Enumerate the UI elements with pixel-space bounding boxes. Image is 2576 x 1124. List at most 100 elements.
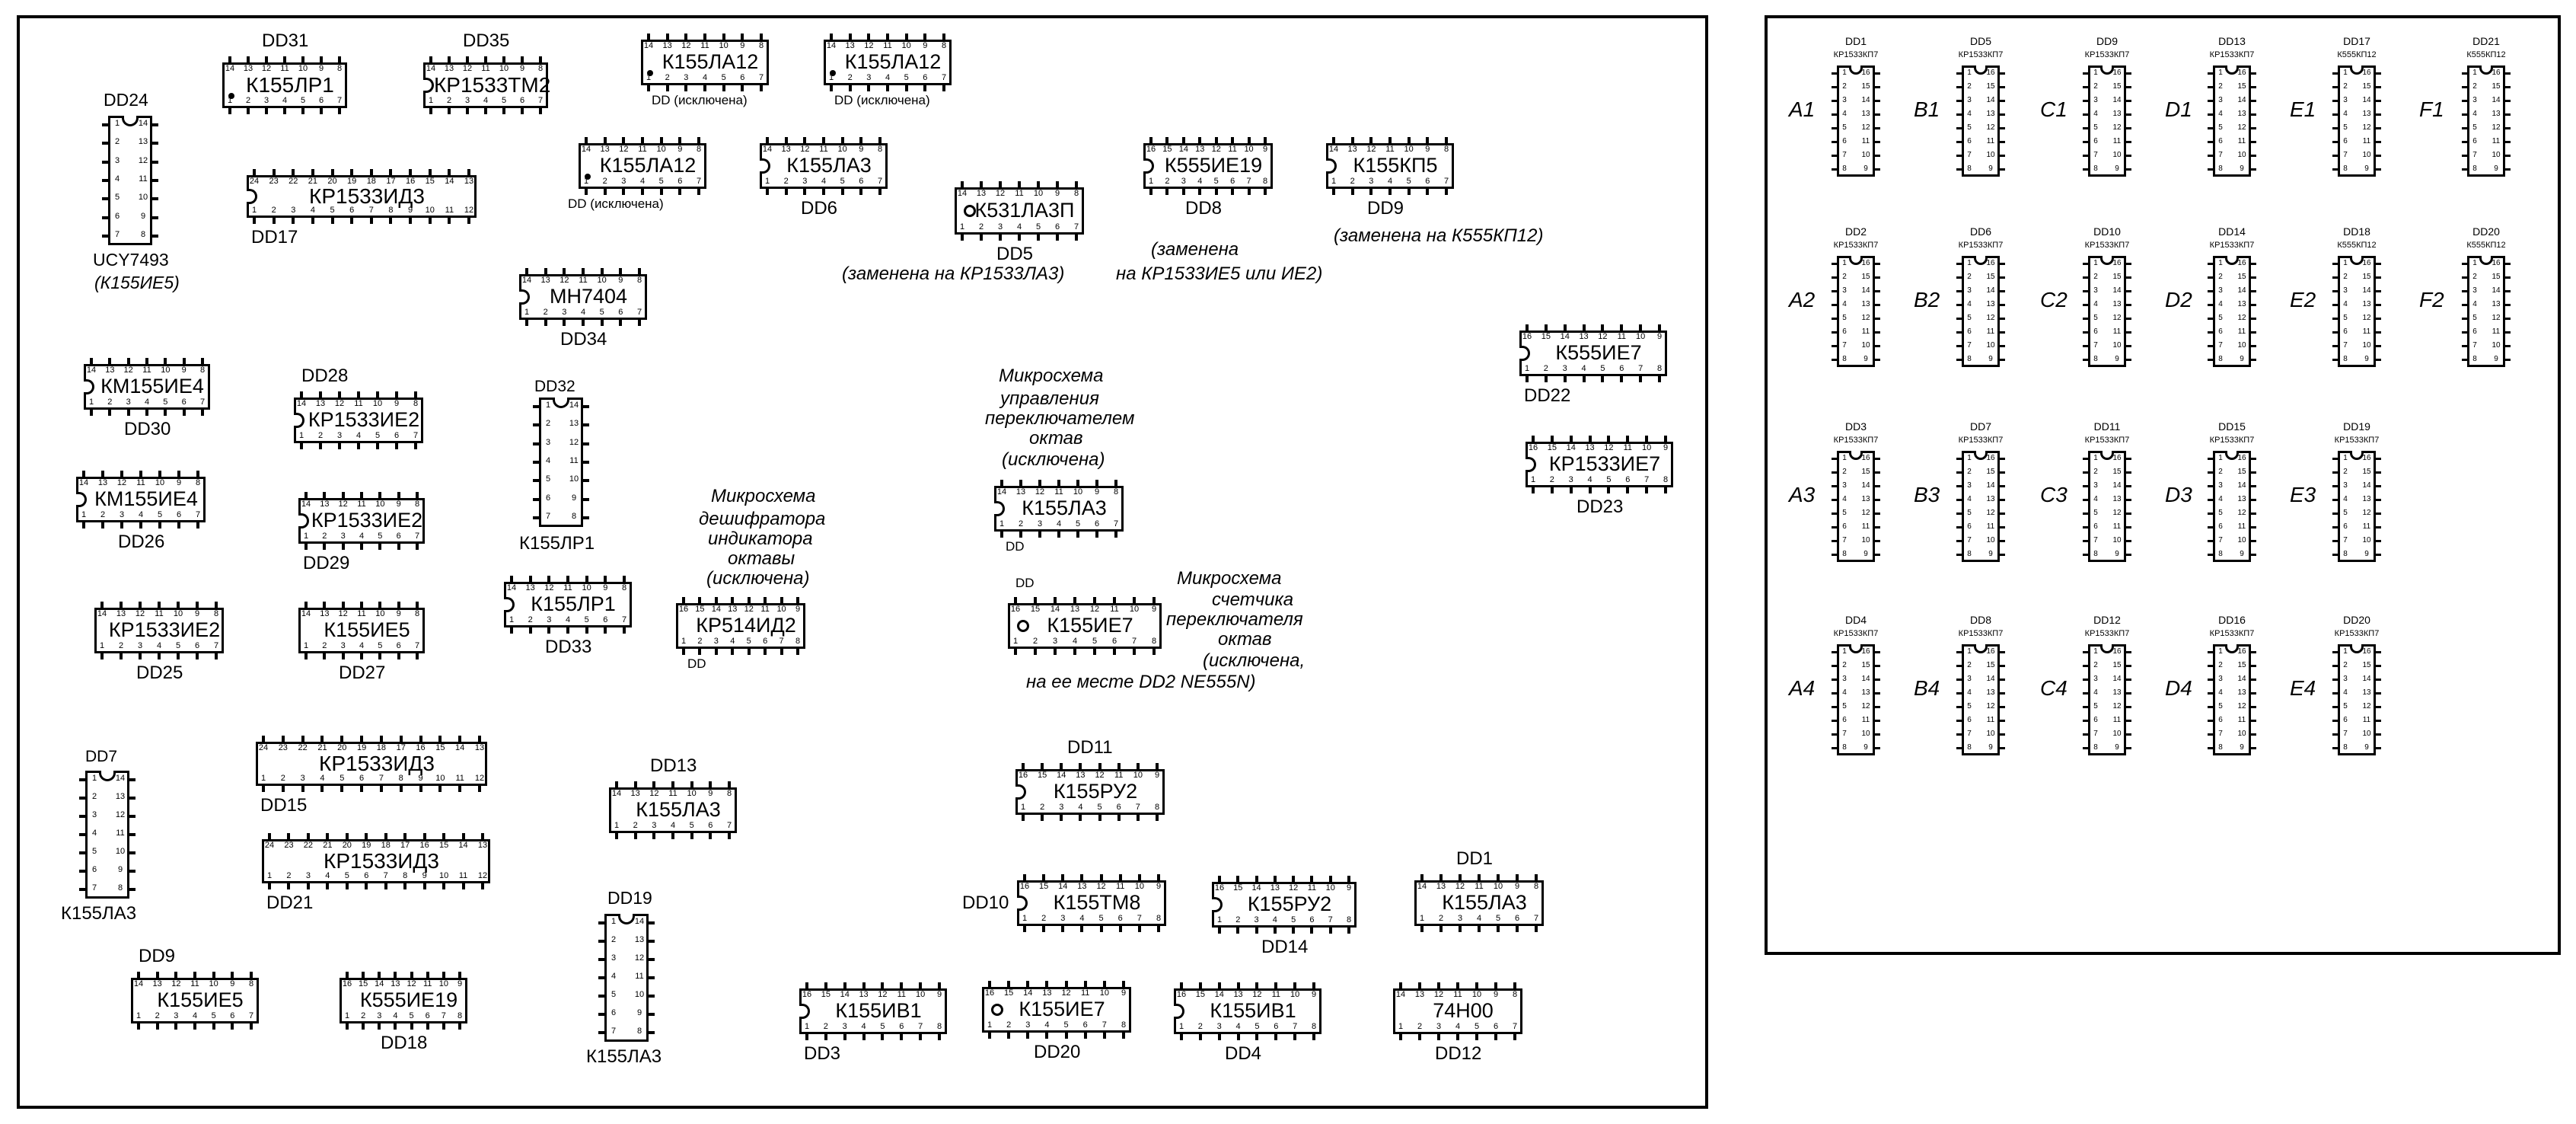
pin-number: 2 xyxy=(2093,272,2098,281)
pin-number: 8 xyxy=(537,64,544,73)
pin xyxy=(544,320,547,326)
pin xyxy=(467,169,470,175)
pin xyxy=(79,797,85,800)
pin xyxy=(533,423,539,427)
pin xyxy=(2251,289,2256,292)
pin-number: 12 xyxy=(2237,508,2246,517)
pin-number: 6 xyxy=(708,821,713,830)
notch-mark xyxy=(2100,65,2114,75)
pin-number: 1 xyxy=(764,177,770,186)
pin xyxy=(1056,235,1059,241)
pin xyxy=(2332,484,2338,487)
pin xyxy=(2000,484,2005,487)
panel-position-label: D1 xyxy=(2165,97,2192,121)
pin-number: 10 xyxy=(2237,535,2246,544)
pin xyxy=(326,883,330,889)
chip-body xyxy=(982,987,1131,1033)
chip-body xyxy=(799,988,947,1034)
pin xyxy=(747,597,751,603)
pin-number: 13 xyxy=(662,41,672,50)
pin xyxy=(442,883,446,889)
pin xyxy=(2126,276,2131,279)
pin xyxy=(2462,344,2467,347)
pin-number: 13 xyxy=(152,979,162,988)
pin-number: 6 xyxy=(1619,364,1624,373)
pin-number: 6 xyxy=(1842,522,1847,531)
pin-number: 17 xyxy=(386,177,396,186)
pcb-frame xyxy=(17,15,1708,1109)
pin-number: 2 xyxy=(2343,467,2348,476)
pin xyxy=(102,197,108,201)
pin xyxy=(466,56,469,62)
notch-mark xyxy=(2350,451,2364,460)
pin-number: 15 xyxy=(2112,660,2122,669)
chip-designator: DD xyxy=(687,656,706,671)
pin xyxy=(1664,436,1667,442)
pin xyxy=(100,653,104,659)
panel-position-label: B1 xyxy=(1914,97,1940,121)
pin-number: 5 xyxy=(2093,313,2098,322)
pin-number: 10 xyxy=(776,605,786,614)
pin xyxy=(340,736,344,742)
pin xyxy=(2376,512,2381,515)
pin-number: 12 xyxy=(1861,508,1870,517)
pin xyxy=(859,189,863,195)
pin-number: 1 xyxy=(1967,453,1972,462)
notch-mark xyxy=(2479,256,2493,265)
pin xyxy=(1041,763,1044,769)
pin-number: 12 xyxy=(1986,701,1995,710)
pin-number: 11 xyxy=(354,399,363,408)
pin-number: 14 xyxy=(2492,95,2501,104)
pin xyxy=(345,833,349,839)
pin xyxy=(1007,981,1011,987)
pin-number: 9 xyxy=(2364,164,2369,173)
pin xyxy=(79,778,85,781)
pin-number: 4 xyxy=(2472,109,2477,118)
pin xyxy=(684,34,688,40)
panel-position-label: E3 xyxy=(2290,483,2316,506)
pin xyxy=(2083,344,2088,347)
pin xyxy=(886,34,889,40)
pin xyxy=(1054,649,1057,655)
pin-number: 16 xyxy=(1176,990,1187,999)
pin-number: 4 xyxy=(1078,803,1083,812)
pin xyxy=(2000,746,2005,749)
pin-number: 13 xyxy=(2237,109,2246,118)
pin xyxy=(304,653,308,659)
pin xyxy=(583,479,589,483)
pin xyxy=(102,160,108,164)
pin-number: 9 xyxy=(740,41,745,50)
pin xyxy=(1956,457,1962,460)
pin-number: 3 xyxy=(1060,914,1066,923)
pin xyxy=(2000,471,2005,474)
pin xyxy=(201,410,204,416)
pin xyxy=(1060,763,1063,769)
pin xyxy=(2000,553,2005,556)
pin xyxy=(1054,597,1057,603)
pin xyxy=(1607,487,1611,493)
pin xyxy=(301,108,304,114)
pin-number: 15 xyxy=(1030,605,1041,614)
pin xyxy=(2083,733,2088,736)
pin xyxy=(2376,358,2381,361)
pin-number: 8 xyxy=(1842,164,1847,173)
pin xyxy=(604,627,607,634)
pin-number: 7 xyxy=(1131,637,1137,646)
pin xyxy=(1875,276,1880,279)
pin-number: 10 xyxy=(597,276,607,285)
pin xyxy=(1875,664,1880,667)
pin-number: 13 xyxy=(1986,688,1995,697)
pin-number: 14 xyxy=(1328,145,1339,154)
pin-number: 9 xyxy=(603,583,608,592)
pin xyxy=(403,833,407,839)
pin xyxy=(1156,763,1159,769)
pin-number: 11 xyxy=(155,609,164,618)
notch-mark xyxy=(1974,644,1988,653)
pin-number: 5 xyxy=(689,821,694,830)
pin xyxy=(378,544,382,550)
pin-number: 11 xyxy=(638,145,647,154)
pin-number: 12 xyxy=(1604,443,1614,452)
pin xyxy=(2332,525,2338,528)
pin xyxy=(528,627,532,634)
